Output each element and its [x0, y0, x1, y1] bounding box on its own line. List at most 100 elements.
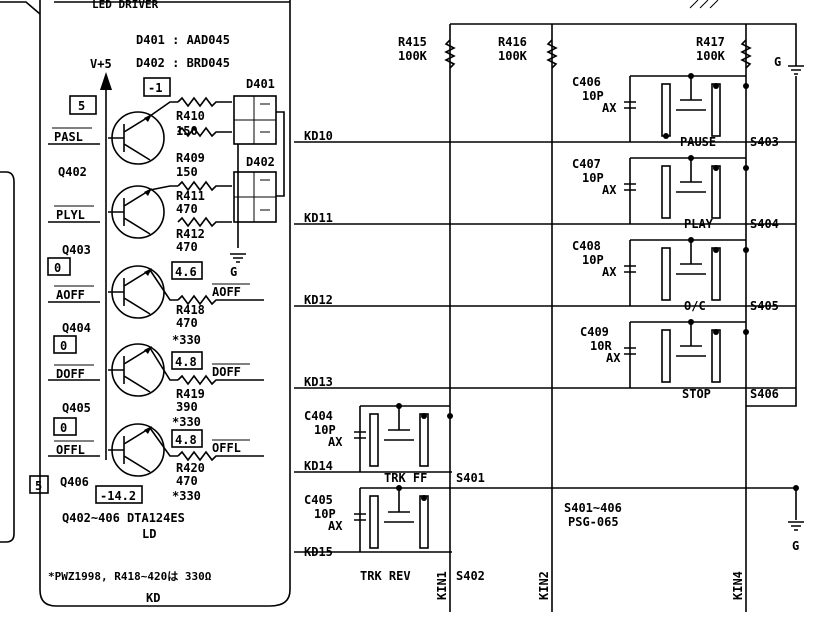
r412-value: 470	[176, 240, 198, 254]
ground-branches	[630, 75, 746, 323]
d402-label: D402 : BRD045	[136, 56, 230, 70]
signal-doff: DOFF	[56, 367, 85, 381]
r415-label: R415	[398, 35, 427, 49]
c404-value: 10P	[314, 423, 336, 437]
r420-label: R420	[176, 461, 205, 475]
led-driver-title: LED DRIVER	[92, 0, 159, 11]
stop-label: STOP	[682, 387, 711, 401]
q403-label: Q403	[62, 243, 91, 257]
signal-offl: OFFL	[56, 443, 85, 457]
oc-label: O/C	[684, 299, 706, 313]
badge-q405: 0	[60, 421, 67, 435]
c409-value: 10R	[590, 339, 612, 353]
s406-label: S406	[750, 387, 779, 401]
wire	[149, 269, 178, 301]
q406-label: Q406	[60, 475, 89, 489]
c406-label: C406	[572, 75, 601, 89]
c408-label: C408	[572, 239, 601, 253]
badge-48a: 4.8	[175, 355, 197, 369]
s401-label: S401	[456, 471, 485, 485]
r411-value: 470	[176, 202, 198, 216]
r416-label: R416	[498, 35, 527, 49]
r416-value: 100K	[498, 49, 528, 63]
kd12-label: KD12	[304, 293, 333, 307]
badge-box	[29, 475, 49, 494]
play-label: PLAY	[684, 217, 714, 231]
kd14-label: KD14	[304, 459, 333, 473]
offl-right-label: OFFL	[212, 441, 241, 455]
badge-142: -14.2	[100, 489, 136, 503]
switch-block-s403	[624, 73, 749, 142]
badge-q403: 0	[54, 261, 61, 275]
left-panel-edge	[0, 171, 15, 543]
transistor-note: Q402~406 DTA124ES	[62, 511, 185, 525]
wire	[237, 111, 285, 248]
r415-value: 100K	[398, 49, 428, 63]
resistor-r418	[177, 294, 264, 306]
c405-value: 10P	[314, 507, 336, 521]
r418-label: R418	[176, 303, 205, 317]
q402-label: Q402	[58, 165, 87, 179]
signal-plyl: PLYL	[56, 208, 85, 222]
r410-label: R410	[176, 109, 205, 123]
pause-label: PAUSE	[680, 135, 716, 149]
c407-label: C407	[572, 157, 601, 171]
badge-box	[53, 417, 77, 436]
ground-icon	[788, 65, 804, 75]
c404-label: C404	[304, 409, 333, 423]
s405-label: S405	[750, 299, 779, 313]
switch-block-s401	[354, 403, 453, 472]
signal-pasl: PASL	[54, 130, 83, 144]
switch-block-s404	[624, 155, 749, 224]
r419-label: R419	[176, 387, 205, 401]
c404-type: AX	[328, 435, 343, 449]
ld-label: LD	[142, 527, 156, 541]
switch-part-label: PSG-065	[568, 515, 619, 529]
trkrev-label: TRK REV	[360, 569, 411, 583]
ground-icon	[230, 253, 246, 263]
ground-label-top: G	[774, 55, 781, 69]
top-edge	[0, 1, 290, 15]
ground-label-bottom: G	[792, 539, 799, 553]
switch-block-s406	[624, 319, 749, 388]
s402-label: S402	[456, 569, 485, 583]
resistor-r420	[177, 450, 264, 462]
led-d402-detail	[234, 172, 276, 222]
kd-label: KD	[146, 591, 160, 605]
wire	[149, 185, 178, 191]
badge-box	[171, 429, 203, 448]
s403-label: S403	[750, 135, 779, 149]
doff-right-label: DOFF	[212, 365, 241, 379]
resistor-r412	[177, 216, 232, 228]
wire	[149, 101, 178, 117]
r420-alt: *330	[172, 489, 201, 503]
c409-label: C409	[580, 325, 609, 339]
badge-box	[69, 95, 97, 115]
badge-box	[171, 351, 203, 370]
badge-box	[95, 485, 143, 504]
footnote: *PWZ1998, R418~420は 330Ω	[48, 570, 212, 583]
ground-rail-right	[746, 76, 797, 407]
badge-q404: 0	[60, 339, 67, 353]
ground-label-led: G	[230, 265, 237, 279]
led-driver-box	[39, 0, 291, 607]
c406-type: AX	[602, 101, 617, 115]
r409-value: 150	[176, 165, 198, 179]
r411-label: R411	[176, 189, 205, 203]
badge-box	[53, 335, 77, 354]
d401-label: D401 : AAD045	[136, 33, 230, 47]
badge-box	[143, 77, 171, 97]
vcc-label: V+5	[90, 57, 112, 71]
d401-tag: D401	[246, 77, 275, 91]
kd13-label: KD13	[304, 375, 333, 389]
badge-box	[171, 261, 203, 280]
wire	[149, 347, 178, 381]
ground-icon	[788, 488, 804, 531]
kin1-label: KIN1	[435, 571, 449, 600]
kd10-label: KD10	[304, 129, 333, 143]
r417-label: R417	[696, 35, 725, 49]
c405-type: AX	[328, 519, 343, 533]
badge-minus1: -1	[148, 81, 162, 95]
c406-value: 10P	[582, 89, 604, 103]
